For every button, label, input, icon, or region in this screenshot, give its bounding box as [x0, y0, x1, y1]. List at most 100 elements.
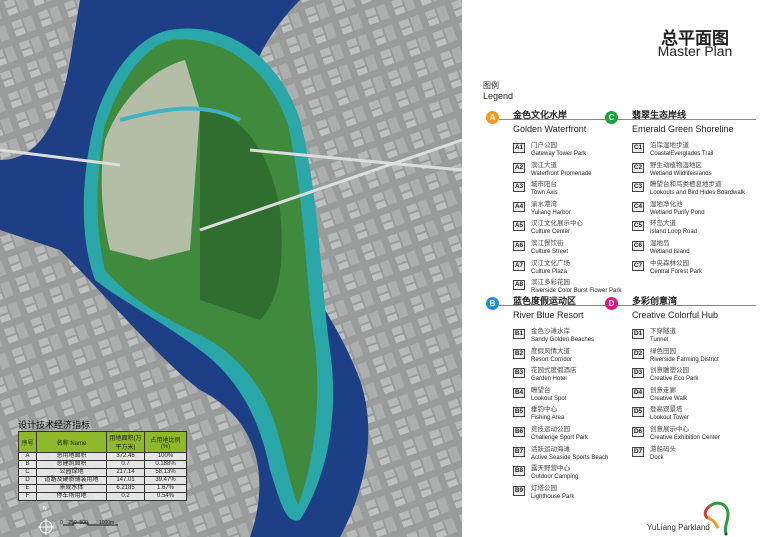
item-name-cn: 竞技运动公园 [531, 424, 570, 433]
item-name-cn: 灯塔公园 [531, 483, 557, 492]
legend-item: A3 城市阳台 Town Axis [513, 180, 643, 200]
legend-item: C2 野生动植物湿地区 Wetland Wildlifeislands [632, 161, 760, 181]
col-header: 占用地比例(%) [144, 431, 187, 453]
legend-section-b: B 蓝色度假运动区 River Blue Resort B1 金色沙滩水岸 Sa… [486, 296, 643, 503]
item-code: B6 [513, 426, 525, 437]
logo-icon [703, 501, 730, 536]
item-name-en: Lookouts and Bird Hides Boardwalk [650, 190, 746, 197]
item-name-en: Active Seaside Sports Beach [531, 454, 609, 461]
section-title-cn: 蓝色度假运动区 [513, 297, 577, 307]
legend-section-d: D 多彩创意湾 Creative Colorful Hub D1 下穿隧道 Tu… [605, 296, 760, 465]
item-name-cn: 下穿隧道 [650, 327, 676, 335]
item-code: B3 [513, 368, 525, 379]
scale-label: 0 [60, 520, 63, 526]
item-name-cn: 沿岸湿地步道 [650, 141, 689, 149]
item-name-cn: 湿地净化池 [650, 199, 683, 208]
item-code: B8 [513, 466, 525, 477]
item-name-cn: 花园式度假酒店 [531, 366, 577, 375]
legend-section-c: C 翡翠生态岸线 Emerald Green Shoreline C1 沿岸湿地… [605, 110, 760, 279]
item-code: C4 [632, 201, 644, 212]
scale-label: 500 [79, 520, 88, 526]
legend-item: B4 瞭望台 Lookout Spot [513, 386, 643, 406]
scale-bar [63, 522, 118, 526]
item-name-en: Culture Street [531, 248, 569, 255]
item-name-cn: 滨江多彩花园 [531, 278, 570, 287]
item-code: D7 [632, 446, 644, 457]
item-name-cn: 滨江餐饮街 [531, 238, 564, 247]
item-name-en: Wetland Wildlifeislands [650, 170, 712, 177]
bridge [0, 138, 462, 232]
item-code: B1 [513, 329, 525, 339]
section-title-cn: 多彩创意湾 [632, 297, 678, 307]
item-code: C3 [632, 182, 644, 193]
item-name-en: Challenge Sport Park [531, 434, 589, 441]
legend-item: A1 门户公园 Gateway Tower Park [513, 141, 643, 161]
legend-item: B6 竞技运动公园 Challenge Sport Park [513, 425, 643, 445]
item-name-cn: 创意展示中心 [650, 424, 689, 433]
item-name-en: Town Axis [531, 190, 558, 197]
scale-labels: 0 250 500 1000m [60, 520, 114, 526]
section-badge: B [486, 297, 499, 310]
col-header: 序号 [18, 431, 37, 453]
item-code: A3 [513, 182, 525, 193]
legend-item: A5 汉江文化展示中心 Culture Center [513, 219, 643, 239]
table-cell: 0.7 [106, 460, 145, 469]
section-title-en: River Blue Resort [513, 310, 584, 320]
table-cell: 217.14 [106, 468, 145, 477]
table-cell: 0.188% [144, 460, 187, 469]
legend-item: D7 游船码头 Dock [632, 445, 760, 465]
item-code: C2 [632, 162, 644, 173]
legend-item: B5 垂钓中心 Fishing Area [513, 405, 643, 425]
legend-item: B8 露天野营中心 Outdoor Camping [513, 464, 643, 484]
legend-item: D2 绿色田园 Riverside Farming District [632, 347, 760, 367]
item-name-cn: 度假风情大道 [531, 346, 570, 355]
item-name-cn: 环岛大道 [650, 219, 676, 228]
item-name-cn: 游船码头 [650, 444, 676, 453]
master-plan-map [0, 0, 462, 537]
item-name-en: Sandy Golden Beaches [531, 337, 595, 343]
item-name-cn: 湿地岛 [650, 238, 670, 247]
legend-item: D6 创意展示中心 Creative Exhibition Center [632, 425, 760, 445]
item-code: A4 [513, 201, 525, 212]
item-name-en: Wetland Island [650, 248, 690, 255]
table-cell: F [18, 492, 37, 501]
stats-title: 设计技术经济指标 [18, 421, 91, 431]
legend-item: B2 度假风情大道 Resort Corridor [513, 347, 643, 367]
legend-item: C1 沿岸湿地步道 CoastalEverglades Trail [632, 141, 760, 161]
item-code: A8 [513, 280, 525, 291]
item-code: C7 [632, 260, 644, 271]
legend-item: A6 滨江餐饮街 Culture Street [513, 239, 643, 259]
item-name-cn: 汉江文化广场 [531, 258, 570, 267]
scale-label: 250 [68, 520, 77, 526]
item-name-cn: 露天野营中心 [531, 464, 570, 473]
table-cell: 总建筑面积 [36, 460, 107, 469]
table-cell: B [18, 460, 37, 469]
item-name-en: Creative Exhibition Center [650, 434, 720, 441]
legend-item: C7 中央森林公园 Central Forest Park [632, 259, 760, 279]
col-header: 名称 Name [36, 431, 107, 453]
section-badge: D [605, 297, 618, 310]
item-code: D3 [632, 368, 644, 379]
item-name-en: Culture Center [531, 229, 571, 236]
item-code: D2 [632, 348, 644, 359]
item-name-cn: 渝水港湾 [531, 199, 557, 208]
legend-item: A4 渝水港湾 Yuliang Harbor [513, 200, 643, 220]
item-name-cn: 滨江大道 [531, 160, 557, 169]
table-cell: E [18, 484, 37, 493]
item-name-en: Central Forest Park [650, 268, 703, 275]
page-title-en: Master Plan [657, 43, 733, 59]
table-cell: 6.2185 [106, 484, 145, 493]
legend-title-en: Legend [483, 91, 514, 101]
item-name-en: Island Loop Road [650, 229, 698, 236]
item-code: D6 [632, 426, 644, 437]
logo-text: YuLiang Parkland [647, 523, 710, 532]
item-name-en: Garden Hotel [531, 376, 567, 383]
legend-item: A2 滨江大道 Waterfront Promenade [513, 161, 643, 181]
legend-item: D4 创意走廊 Creative Walk [632, 386, 760, 406]
item-name-en: Gateway Tower Park [531, 151, 587, 157]
legend-item: C3 瞭望台和鸟类栖息地步道 Lookouts and Bird Hides B… [632, 180, 760, 200]
